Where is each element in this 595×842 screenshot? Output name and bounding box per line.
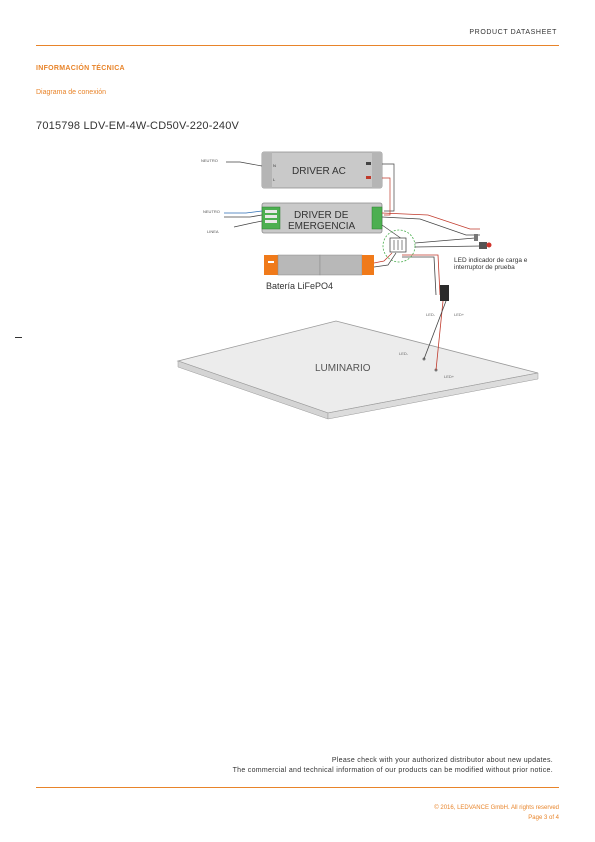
footer-copyright: © 2016, LEDVANCE GmbH. All rights reserv… bbox=[434, 805, 559, 811]
emergency-driver-label-line1: DRIVER DE bbox=[294, 210, 349, 221]
footer-note-line1: Please check with your authorized distri… bbox=[331, 757, 553, 764]
connector-led-minus-label: LED- bbox=[426, 312, 436, 317]
emergency-driver-box: DRIVER DE EMERGENCIA bbox=[261, 202, 383, 234]
driver-ac-box: DRIVER AC N L bbox=[261, 151, 383, 189]
luminaire-panel: LUMINARIO LED- LED+ bbox=[176, 320, 539, 420]
battery-label: Batería LiFePO4 bbox=[266, 281, 333, 291]
led-indicator-light bbox=[486, 242, 492, 248]
led-indicator-switch: LED indicador de carga e interruptor de … bbox=[414, 234, 528, 271]
footer-page-number: Page 3 of 4 bbox=[528, 815, 559, 821]
battery-pack: Batería LiFePO4 bbox=[264, 254, 374, 291]
luminaire-led-minus-label: LED- bbox=[399, 351, 409, 356]
driver-ac-label: DRIVER AC bbox=[292, 166, 346, 177]
section-title: INFORMACIÓN TÉCNICA bbox=[36, 65, 125, 72]
page-header-label: PRODUCT DATASHEET bbox=[469, 29, 557, 36]
header-divider bbox=[36, 45, 559, 46]
product-title: 7015798 LDV-EM-4W-CD50V-220-240V bbox=[36, 120, 240, 132]
footer-note-line2: The commercial and technical information… bbox=[232, 767, 553, 774]
neutro-top-label: NEUTRO bbox=[201, 158, 218, 163]
neutro-label: NEUTRO bbox=[203, 209, 220, 214]
driver-ac-terminal-n: N bbox=[273, 163, 276, 168]
led-output-wires: LED- LED+ bbox=[402, 254, 465, 371]
linea-label: LINEA bbox=[207, 229, 219, 234]
connector-led-plus-label: LED+ bbox=[454, 312, 465, 317]
junction-connector bbox=[382, 229, 416, 263]
margin-mark bbox=[15, 337, 22, 338]
luminaire-led-plus-label: LED+ bbox=[444, 374, 455, 379]
led-output-connector bbox=[440, 285, 449, 301]
emergency-driver-label-line2: EMERGENCIA bbox=[288, 221, 356, 232]
led-indicator-label-line2: interruptor de prueba bbox=[454, 264, 515, 271]
driver-ac-terminal-l: L bbox=[273, 177, 276, 182]
wiring-diagram: LUMINARIO LED- LED+ LED- LED+ DRIVER AC … bbox=[176, 151, 539, 420]
led-indicator-label-line1: LED indicador de carga e bbox=[454, 257, 528, 264]
footer-divider bbox=[36, 787, 559, 788]
section-subtitle: Diagrama de conexión bbox=[36, 89, 107, 96]
luminaire-label: LUMINARIO bbox=[315, 363, 371, 374]
